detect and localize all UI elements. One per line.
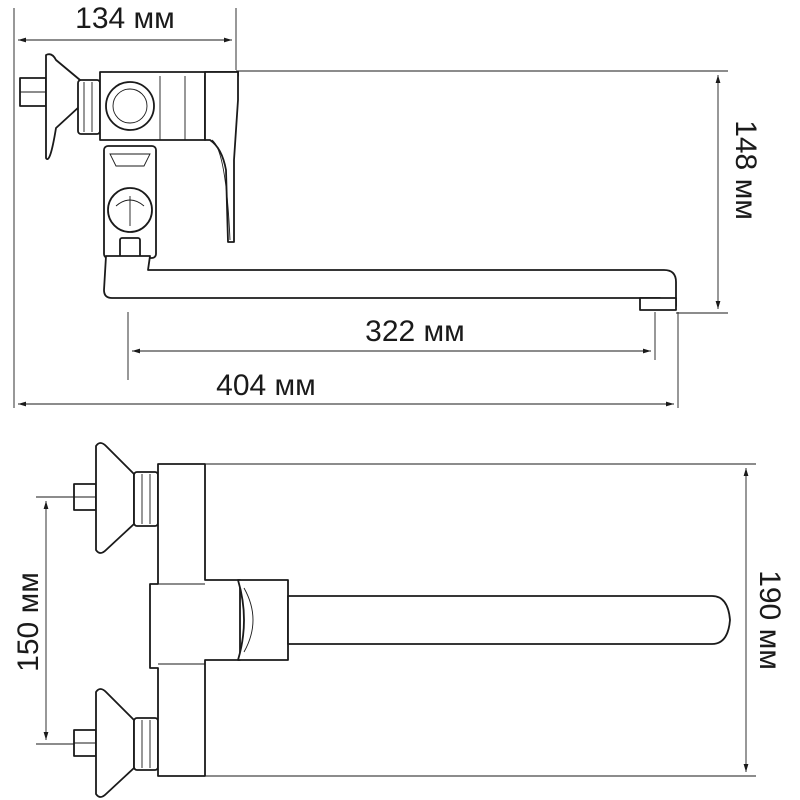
dimension-label-134: 134 мм (75, 2, 175, 35)
side-lever-handle (204, 71, 239, 243)
side-spout (103, 255, 677, 311)
side-inlet-connector (19, 53, 101, 160)
dimension-total-length: 404 мм (18, 312, 679, 408)
dimension-label-148: 148 мм (729, 120, 762, 220)
dimension-body-to-tip: 190 мм (205, 463, 786, 777)
dimension-label-150: 150 мм (12, 572, 45, 672)
dimension-height: 148 мм (236, 70, 762, 314)
dimension-label-322: 322 мм (365, 315, 465, 348)
side-view: 134 мм 148 мм 322 мм 404 мм (13, 2, 762, 408)
top-mixer-body (149, 463, 241, 777)
top-upper-inlet-connector (73, 442, 159, 554)
dimension-label-190: 190 мм (753, 570, 786, 670)
dimension-top-width: 134 мм (13, 2, 237, 408)
top-lower-inlet-connector (73, 688, 159, 798)
dimension-spout-reach: 322 мм (127, 312, 656, 380)
top-view: 150 мм 190 мм (12, 442, 786, 798)
dimension-label-404: 404 мм (216, 369, 316, 402)
dimension-inlet-spacing: 150 мм (12, 496, 76, 745)
top-spout (237, 579, 731, 661)
side-diverter-block (103, 145, 157, 265)
